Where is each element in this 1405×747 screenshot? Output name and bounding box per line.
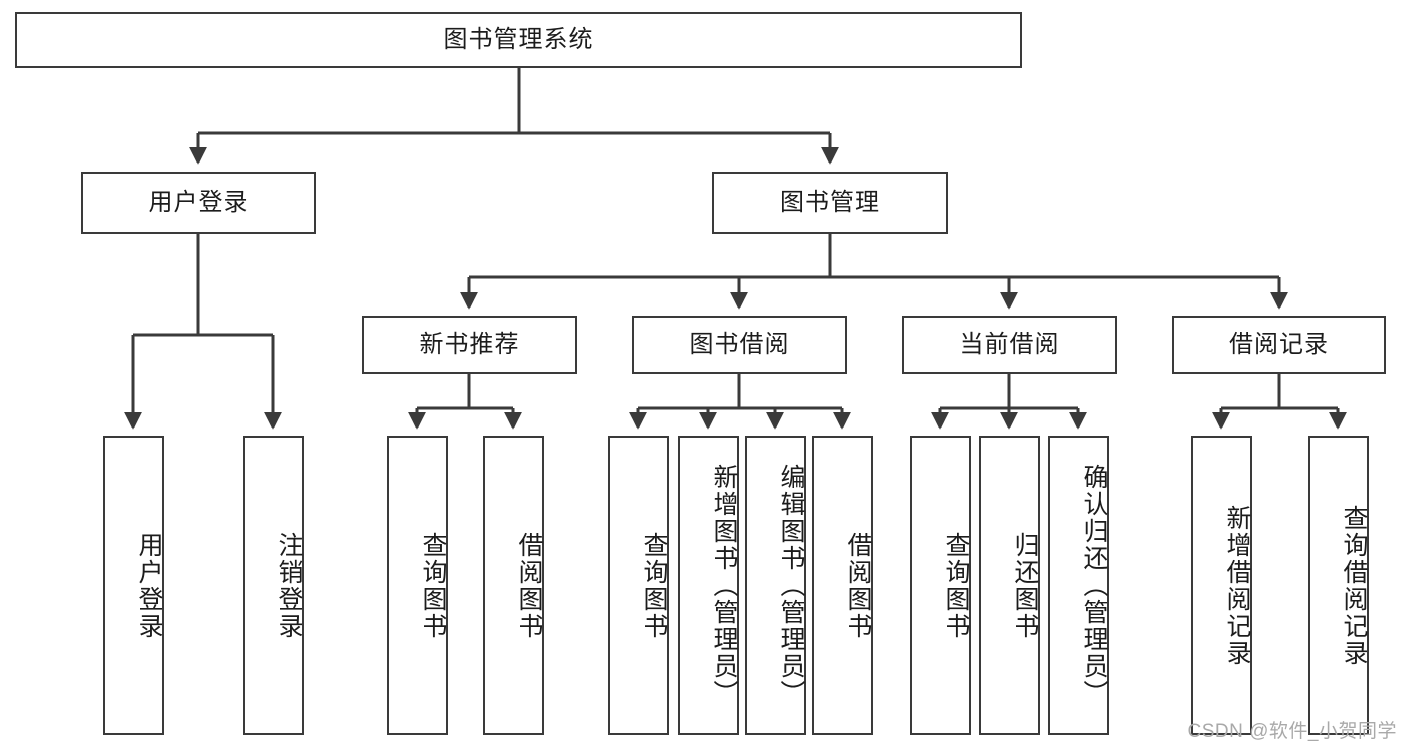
- leaf-borrow-query-book[interactable]: 查询图书: [608, 436, 669, 735]
- leaf-current-return-book[interactable]: 归还图书: [979, 436, 1040, 735]
- node-label: 新增借阅记录: [1223, 504, 1251, 667]
- leaf-borrow-add-book-admin[interactable]: 新增图书（管理员）: [678, 436, 739, 735]
- node-label: 注销登录: [275, 531, 303, 640]
- node-label: 借阅图书: [844, 531, 872, 640]
- node-label: 查询图书: [942, 531, 970, 640]
- node-book-management[interactable]: 图书管理: [712, 172, 948, 234]
- watermark-csdn: CSDN @软件_小贺同学: [1187, 721, 1397, 742]
- node-label: 查询图书: [419, 531, 447, 640]
- leaf-recommend-query-book[interactable]: 查询图书: [387, 436, 448, 735]
- node-label: 归还图书: [1011, 531, 1039, 640]
- node-label: 新增图书（管理员）: [710, 464, 738, 707]
- leaf-user-login-logout[interactable]: 注销登录: [243, 436, 304, 735]
- node-label: 查询借阅记录: [1340, 504, 1368, 667]
- node-label: 新书推荐: [419, 330, 520, 358]
- leaf-recommend-borrow-book[interactable]: 借阅图书: [483, 436, 544, 735]
- leaf-record-add-record[interactable]: 新增借阅记录: [1191, 436, 1252, 735]
- leaf-user-login-login[interactable]: 用户登录: [103, 436, 164, 735]
- leaf-record-query-record[interactable]: 查询借阅记录: [1308, 436, 1369, 735]
- node-root-book-management-system[interactable]: 图书管理系统: [15, 12, 1022, 68]
- node-label: 借阅记录: [1229, 330, 1329, 358]
- node-user-login[interactable]: 用户登录: [81, 172, 316, 234]
- node-current-borrow[interactable]: 当前借阅: [902, 316, 1117, 374]
- node-label: 借阅图书: [515, 531, 543, 640]
- node-label: 用户登录: [148, 188, 249, 216]
- node-label: 用户登录: [135, 531, 163, 640]
- node-label: 确认归还（管理员）: [1080, 464, 1108, 707]
- leaf-current-confirm-return-admin[interactable]: 确认归还（管理员）: [1048, 436, 1109, 735]
- node-label: 图书借阅: [689, 330, 790, 358]
- node-label: 当前借阅: [959, 330, 1060, 358]
- node-label: 图书管理系统: [443, 25, 594, 53]
- leaf-current-query-book[interactable]: 查询图书: [910, 436, 971, 735]
- node-label: 图书管理: [780, 188, 880, 216]
- node-book-borrow[interactable]: 图书借阅: [632, 316, 847, 374]
- leaf-borrow-edit-book-admin[interactable]: 编辑图书（管理员）: [745, 436, 806, 735]
- node-label: 查询图书: [640, 531, 668, 640]
- node-label: 编辑图书（管理员）: [777, 464, 805, 707]
- leaf-borrow-borrow-book[interactable]: 借阅图书: [812, 436, 873, 735]
- node-borrow-record[interactable]: 借阅记录: [1172, 316, 1386, 374]
- node-new-book-recommend[interactable]: 新书推荐: [362, 316, 577, 374]
